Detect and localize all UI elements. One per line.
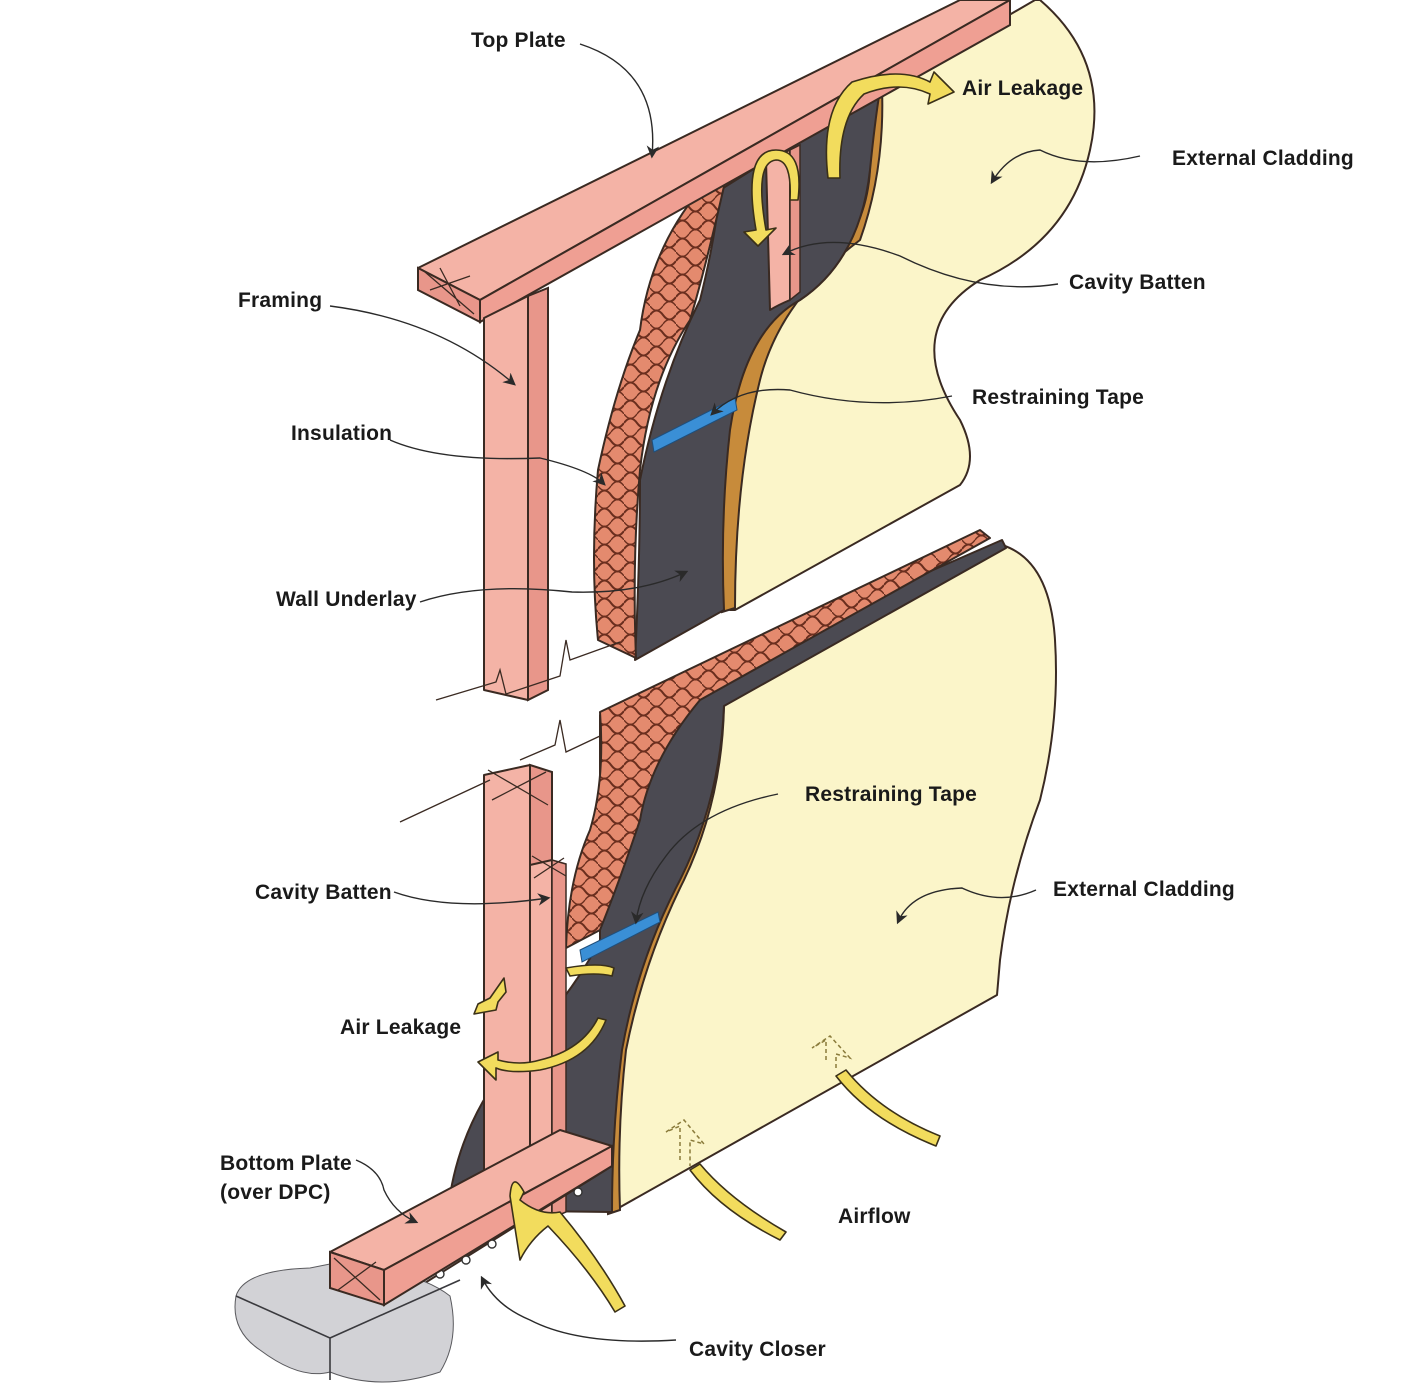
leader-lines xyxy=(329,43,1141,1342)
label-bottom-plate: Bottom Plate xyxy=(220,1152,352,1175)
label-restraining-tape-bottom: Restraining Tape xyxy=(805,783,977,806)
label-framing: Framing xyxy=(238,289,322,312)
label-cavity-batten-bottom: Cavity Batten xyxy=(255,881,392,904)
air-leakage-arrows-top xyxy=(743,71,955,247)
label-insulation: Insulation xyxy=(291,422,392,445)
insulation-upper xyxy=(593,181,726,659)
label-bottom-plate-dpc: (over DPC) xyxy=(220,1181,331,1204)
label-restraining-tape-top: Restraining Tape xyxy=(972,386,1144,409)
label-top-plate: Top Plate xyxy=(471,29,566,52)
air-leakage-arrows-bottom xyxy=(473,964,615,1081)
label-external-cladding-bottom: External Cladding xyxy=(1053,878,1235,901)
label-air-leakage-top: Air Leakage xyxy=(962,77,1083,100)
wall-underlay-upper xyxy=(634,89,881,661)
label-cavity-closer: Cavity Closer xyxy=(689,1338,826,1361)
label-external-cladding-top: External Cladding xyxy=(1172,147,1354,170)
framing-stud-upper xyxy=(483,295,529,701)
label-cavity-batten-top: Cavity Batten xyxy=(1069,271,1206,294)
label-air-leakage-bottom: Air Leakage xyxy=(340,1016,461,1039)
label-wall-underlay: Wall Underlay xyxy=(276,588,417,611)
label-airflow: Airflow xyxy=(838,1205,911,1228)
airflow-arrows xyxy=(509,1035,941,1313)
insulation-lower xyxy=(565,529,991,949)
